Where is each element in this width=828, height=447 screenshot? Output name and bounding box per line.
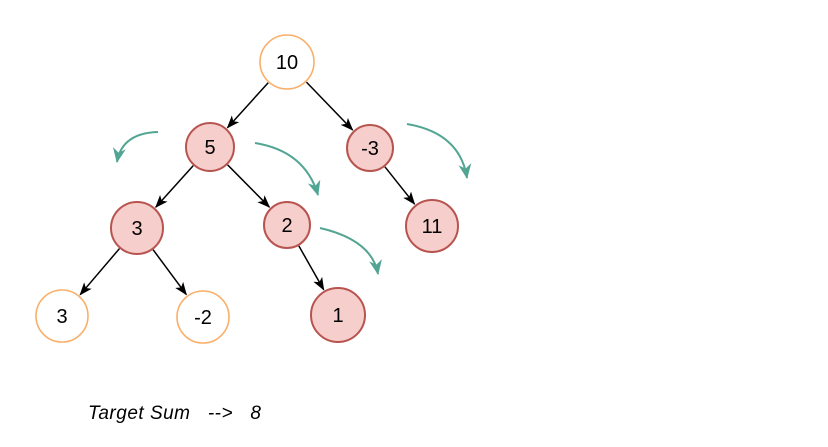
edge-n2-n1 (298, 245, 325, 291)
edge-n10-nm3 (305, 81, 354, 131)
target-sum-caption: Target Sum --> 8 (88, 403, 262, 424)
tree-node-value: 1 (332, 305, 343, 327)
traversal-arrow-left-of-5 (112, 131, 159, 163)
edge-n10-n5 (226, 82, 269, 129)
tree-node-5: 5 (185, 122, 235, 172)
tree-node-1: 1 (310, 287, 366, 343)
traversal-arrow-5-to-2 (254, 142, 321, 196)
tree-node-2: 2 (263, 201, 311, 249)
tree-node-3: 3 (35, 289, 89, 343)
tree-node-value: 11 (422, 216, 443, 238)
tree-node-value: 3 (131, 218, 142, 240)
tree-node-circle (405, 199, 459, 253)
tree-nodes: 10 5 -3 3 2 11 3 -2 1 (35, 34, 459, 344)
traversal-arrow-right-of-m3 (406, 123, 472, 179)
tree-node-circle (35, 289, 89, 343)
tree-edges (79, 81, 416, 296)
traversal-arrows (112, 123, 472, 275)
edge-nm3-n11 (384, 166, 416, 205)
tree-node-value: 3 (56, 306, 67, 328)
tree-node-3: 3 (110, 201, 164, 255)
tree-node--3: -3 (346, 124, 394, 172)
edge-n3-n3leaf (79, 248, 121, 296)
tree-node-circle (110, 201, 164, 255)
tree-node-value: 2 (281, 215, 292, 237)
traversal-arrow-right-of-2 (319, 227, 382, 275)
tree-node-value: 10 (276, 52, 298, 74)
tree-node-circle (176, 290, 230, 344)
tree-node-circle (310, 287, 366, 343)
tree-node-circle (259, 34, 315, 90)
edge-n5-n3 (155, 165, 194, 208)
tree-node-value: -2 (194, 307, 212, 329)
tree-node--2: -2 (176, 290, 230, 344)
tree-node-11: 11 (405, 199, 459, 253)
tree-node-value: 5 (204, 137, 215, 159)
edge-n3-nm2 (152, 249, 187, 296)
tree-node-circle (263, 201, 311, 249)
edge-n5-n2 (227, 164, 271, 208)
tree-node-value: -3 (361, 138, 379, 160)
tree-node-10: 10 (259, 34, 315, 90)
tree-node-circle (346, 124, 394, 172)
tree-node-circle (185, 122, 235, 172)
